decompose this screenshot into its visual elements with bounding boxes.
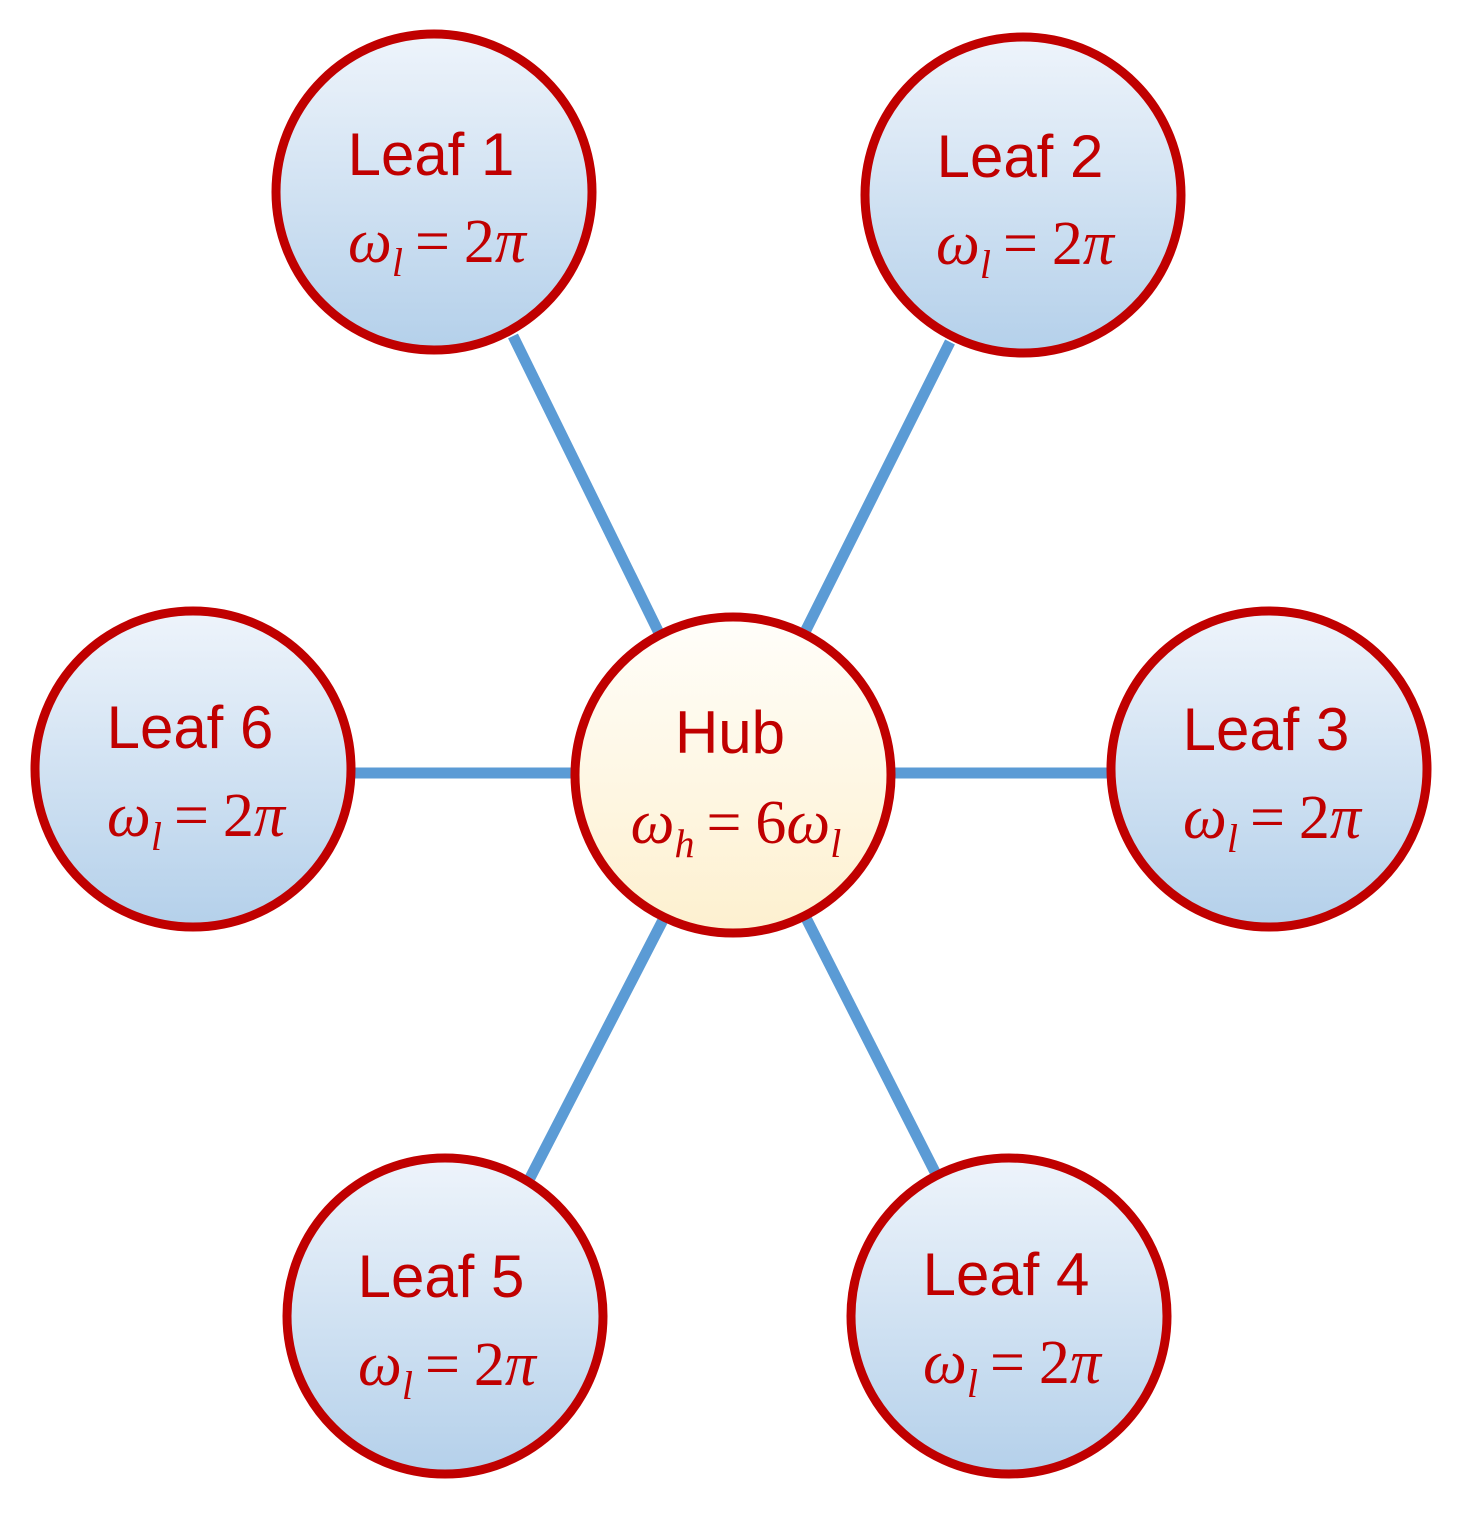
leaf-node-5: Leaf 5 ωl=2π — [282, 1153, 608, 1479]
leaf-circle — [860, 32, 1186, 358]
leaf-frequency: ωl=2π — [107, 782, 287, 859]
leaf-circle — [846, 1153, 1172, 1479]
leaf-node-4: Leaf 4 ωl=2π — [846, 1153, 1172, 1479]
leaf-frequency: ωl=2π — [1183, 784, 1363, 861]
leaf-frequency: ωl=2π — [348, 208, 528, 285]
leaf-node-3: Leaf 3 ωl=2π — [1106, 606, 1432, 932]
leaf-node-6: Leaf 6 ωl=2π — [30, 606, 356, 932]
leaf-frequency: ωl=2π — [923, 1329, 1103, 1406]
leaf-title: Leaf 2 — [937, 123, 1104, 190]
leaf-node-1: Leaf 1 ωl=2π — [271, 29, 597, 355]
leaf-title: Leaf 5 — [358, 1243, 525, 1310]
hub-title: Hub — [675, 699, 785, 766]
leaf-title: Leaf 3 — [1183, 696, 1350, 763]
leaf-node-2: Leaf 2 ωl=2π — [860, 32, 1186, 358]
hub-frequency: ωh=6ωl — [631, 789, 842, 866]
hub-circle — [570, 612, 896, 938]
edge-hub-leaf-4 — [801, 915, 940, 1175]
leaf-circle — [271, 29, 597, 355]
edge-hub-leaf-2 — [801, 339, 955, 633]
leaf-circle — [282, 1153, 608, 1479]
edge-hub-leaf-5 — [525, 917, 668, 1181]
leaf-title: Leaf 4 — [923, 1241, 1090, 1308]
leaf-circle — [30, 606, 356, 932]
leaf-circle — [1106, 606, 1432, 932]
leaf-title: Leaf 1 — [348, 121, 515, 188]
leaf-frequency: ωl=2π — [936, 210, 1116, 287]
leaf-frequency: ωl=2π — [358, 1331, 538, 1408]
edge-hub-leaf-1 — [508, 333, 665, 638]
leaf-title: Leaf 6 — [107, 694, 274, 761]
edges — [352, 333, 1112, 1181]
hub-node: Hub ωh=6ωl — [570, 612, 896, 938]
